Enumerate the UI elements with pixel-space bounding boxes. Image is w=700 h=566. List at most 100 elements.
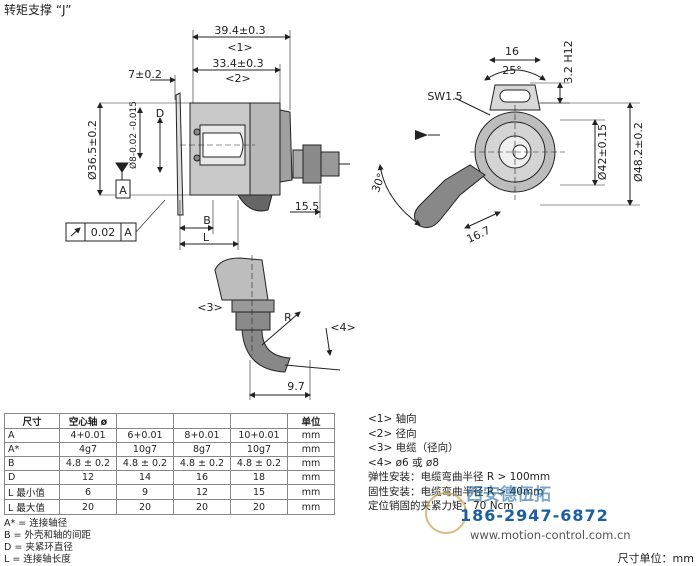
dim-3-2: 3.2 H12 <box>562 40 575 83</box>
table-cell: mm <box>287 484 335 500</box>
watermark-url: www.motion-control.com.cn <box>470 528 631 542</box>
table-cell: 14 <box>116 470 174 485</box>
legend-item: 弹性安装：电缆弯曲半径 R > 100mm <box>368 471 551 483</box>
table-cell: D <box>4 470 60 485</box>
table-cell: 4.8 ± 0.2 <box>59 456 117 471</box>
dim-15-5: 15.5 <box>295 200 320 213</box>
technical-drawing: 39.4±0.3 <1> 33.4±0.3 <2> 7±0.2 D Ø8-0.0… <box>65 24 645 400</box>
dim-25deg: 25° <box>502 64 522 77</box>
dim-7: 7±0.2 <box>128 68 162 81</box>
watermark-company: 西安德伍拓 <box>466 485 551 505</box>
table-cell: 4+0.01 <box>59 428 117 443</box>
table-cell: 12 <box>59 470 117 485</box>
table-cell: mm <box>287 470 335 485</box>
table-cell: 4.8 ± 0.2 <box>230 456 288 471</box>
table-header-row: 尺寸 空心轴 ø 单位 <box>4 413 335 429</box>
ref-4: <4> <box>330 321 355 334</box>
watermark-phone: 186-2947-6872 <box>460 506 609 525</box>
header-cell <box>116 413 174 429</box>
table-cell: 15 <box>230 484 288 500</box>
legend-item: <3> 电缆（径向） <box>368 442 459 454</box>
header-cell: 单位 <box>287 413 335 429</box>
dim-33-4: 33.4±0.3 <box>212 57 263 70</box>
legend: <1> 轴向 <2> 径向 <3> 电缆（径向） <4> ø6 或 ø8 弹性安… <box>368 412 550 514</box>
table-cell: 20 <box>59 499 117 515</box>
dim-42: Ø42±0.15 <box>596 124 609 180</box>
ref-2: <2> <box>225 72 250 85</box>
table-row: A* 4g7 10g7 8g7 10g7 mm <box>4 442 335 457</box>
table-cell: 18 <box>230 470 288 485</box>
dim-30deg: 30° <box>369 171 388 194</box>
unit-label: 尺寸单位：mm <box>617 552 694 565</box>
table-row: A 4+0.01 6+0.01 8+0.01 10+0.01 mm <box>4 428 335 443</box>
table-cell: B <box>4 456 60 471</box>
table-cell: 6 <box>59 484 117 500</box>
table-cell: 20 <box>116 499 174 515</box>
spec-table: 尺寸 空心轴 ø 单位 A 4+0.01 6+0.01 8+0.01 10+0.… <box>4 413 335 515</box>
table-row: L 最大值 20 20 20 20 mm <box>4 499 335 515</box>
legend-item: <4> ø6 或 ø8 <box>368 456 439 469</box>
table-cell: mm <box>287 499 335 515</box>
footnote: A* = 连接轴径 <box>4 518 68 529</box>
dim-9-7: 9.7 <box>287 380 305 393</box>
dim-16-7: 16.7 <box>465 224 493 246</box>
table-cell: 4g7 <box>59 442 117 457</box>
dim-r: R <box>284 311 292 324</box>
dim-39-4: 39.4±0.3 <box>214 24 265 37</box>
header-cell <box>173 413 231 429</box>
tolerance-datum: A <box>124 226 132 239</box>
header-cell: 空心轴 ø <box>59 413 117 429</box>
legend-item: 固性安装：电缆弯曲半径 R > 40mm <box>368 485 544 498</box>
table-cell: 12 <box>173 484 231 500</box>
footnote: L = 连接轴长度 <box>4 554 71 565</box>
table-cell: 20 <box>230 499 288 515</box>
dim-b: B <box>203 214 211 227</box>
front-view <box>65 30 350 250</box>
table-cell: 16 <box>173 470 231 485</box>
legend-item: <1> 轴向 <box>368 413 417 425</box>
dim-d: D <box>156 107 164 120</box>
table-row: D 12 14 16 18 mm <box>4 470 335 485</box>
watermark-logo <box>425 492 467 534</box>
table-cell: 10g7 <box>230 442 288 457</box>
page-title: 转矩支撑 “J” <box>4 3 72 17</box>
tolerance-value: 0.02 <box>91 226 116 239</box>
table-cell: 8+0.01 <box>173 428 231 443</box>
table-cell: A* <box>4 442 60 457</box>
table-cell: L 最大值 <box>4 499 60 515</box>
table-cell: 4.8 ± 0.2 <box>116 456 174 471</box>
table-cell: L 最小值 <box>4 484 60 500</box>
dim-48-2: Ø48.2±0.2 <box>632 122 645 182</box>
header-cell <box>230 413 288 429</box>
table-cell: mm <box>287 428 335 443</box>
footnote: D = 夹紧环直径 <box>4 542 73 553</box>
dim-16: 16 <box>505 45 519 58</box>
table-cell: A <box>4 428 60 443</box>
table-cell: 8g7 <box>173 442 231 457</box>
datum-a: A <box>119 184 127 197</box>
header-cell: 尺寸 <box>4 413 60 429</box>
table-row: L 最小值 6 9 12 15 mm <box>4 484 335 500</box>
dim-l: L <box>203 231 210 244</box>
cable-view <box>214 255 341 400</box>
side-view <box>377 57 640 229</box>
table-row: B 4.8 ± 0.2 4.8 ± 0.2 4.8 ± 0.2 4.8 ± 0.… <box>4 456 335 471</box>
front-view-labels: 39.4±0.3 <1> 33.4±0.3 <2> 7±0.2 D Ø8-0.0… <box>86 24 319 244</box>
table-cell: 9 <box>116 484 174 500</box>
table-cell: 20 <box>173 499 231 515</box>
legend-item: <2> 径向 <box>368 427 417 440</box>
ref-1: <1> <box>227 41 252 54</box>
table-cell: mm <box>287 456 335 471</box>
table-cell: 6+0.01 <box>116 428 174 443</box>
footnote: B = 外壳和轴的间距 <box>4 530 92 541</box>
dim-36-5: Ø36.5±0.2 <box>86 120 99 180</box>
footnotes: A* = 连接轴径 B = 外壳和轴的间距 D = 夹紧环直径 L = 连接轴长… <box>4 518 91 566</box>
table-cell: mm <box>287 442 335 457</box>
side-view-labels: 16 25° 3.2 H12 SW1.5 Ø42±0.15 Ø48.2±0.2 … <box>369 40 645 246</box>
sw-label: SW1.5 <box>427 90 462 103</box>
table-cell: 10g7 <box>116 442 174 457</box>
table-cell: 4.8 ± 0.2 <box>173 456 231 471</box>
table-cell: 10+0.01 <box>230 428 288 443</box>
cable-view-labels: <3> <4> R 9.7 <box>197 301 355 393</box>
ref-3: <3> <box>197 301 222 314</box>
